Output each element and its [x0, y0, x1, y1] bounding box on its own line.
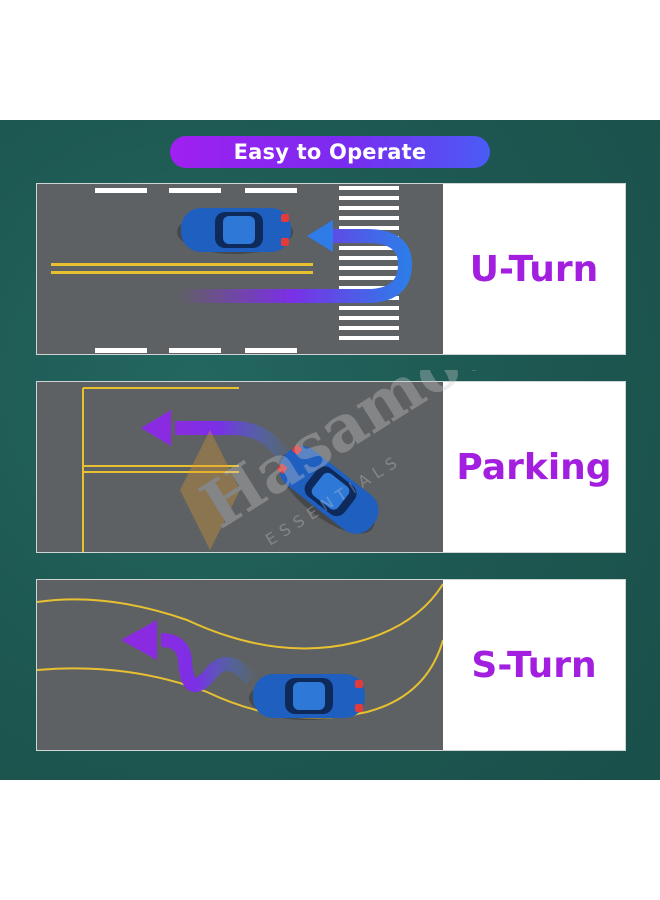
- panel-u-turn: U-Turn: [36, 183, 626, 355]
- car-icon: [249, 674, 365, 720]
- s-curve-lines: [37, 583, 443, 719]
- car-icon: [277, 444, 379, 534]
- parking-lines: [82, 387, 239, 552]
- road-scene-s-turn: [37, 580, 443, 750]
- left-arrow-icon: [141, 410, 294, 466]
- crosswalk: [339, 186, 399, 340]
- u-turn-arrow-icon: [177, 220, 413, 303]
- label-s-turn: S-Turn: [471, 644, 597, 686]
- panel-parking: Parking: [36, 381, 626, 553]
- label-u-turn: U-Turn: [469, 248, 599, 290]
- label-parking: Parking: [456, 446, 612, 488]
- s-turn-arrow-icon: [121, 620, 257, 692]
- car-icon: [177, 208, 293, 254]
- road-scene-u-turn: [37, 184, 443, 354]
- road-scene-parking: [37, 382, 443, 552]
- panel-s-turn: S-Turn: [36, 579, 626, 751]
- title-banner: Easy to Operate: [170, 136, 490, 168]
- illustration-stage: Easy to Operate: [0, 120, 660, 780]
